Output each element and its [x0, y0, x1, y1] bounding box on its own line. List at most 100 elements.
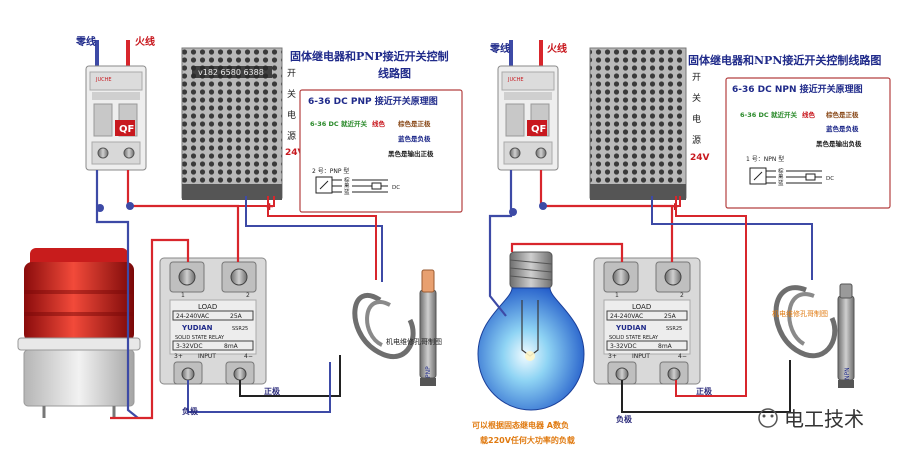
principle-lead-color: 线色	[802, 110, 816, 119]
diagram-title-left: 固体继电器和PNP接近开关控制	[290, 49, 449, 63]
schematic-dc: DC	[826, 176, 834, 182]
schematic-black: 黑	[778, 174, 784, 181]
relay-terminal-2: 2	[680, 292, 684, 299]
diagram-title-left-line2: 线路图	[378, 66, 411, 80]
relay-model: SSR25	[232, 326, 248, 332]
negative-label: 负极	[616, 414, 632, 424]
principle-black: 黑色是输出正极	[388, 149, 434, 158]
relay-terminal-1: 1	[615, 292, 619, 299]
junction-dot	[509, 208, 517, 216]
relay-negative-wire	[187, 362, 331, 413]
sensor-output-wire	[621, 360, 791, 413]
psu-label-3: 电	[287, 109, 296, 121]
junction-dot	[539, 202, 547, 210]
principle-lead: 6-36 DC 就近开关	[740, 110, 797, 119]
psu-label-4: 源	[692, 135, 701, 146]
solid-state-relay-left: 1 2 LOAD 24-240VAC 25A YUDIAN SSR25 SOLI…	[159, 257, 267, 385]
relay-terminal-3: 3+	[608, 353, 617, 360]
relay-terminal-3: 3+	[174, 353, 183, 360]
watermark: 电工技术	[758, 407, 864, 431]
relay-brand: YUDIAN	[615, 324, 647, 332]
psu-positive-wire	[267, 196, 377, 280]
principle-lead-color: 线色	[372, 119, 386, 128]
relay-brand: YUDIAN	[181, 324, 213, 332]
pnp-principle-box: 6-36 DC PNP 接近开关原理图 6-36 DC 就近开关 线色 棕色是正…	[299, 89, 463, 213]
principle-brown: 棕色是正极	[397, 119, 431, 128]
wechat-icon	[758, 408, 778, 428]
sensor-note: 机电维修孔哥制图	[772, 309, 828, 318]
schematic-dc: DC	[392, 185, 400, 191]
relay-terminal-1: 1	[181, 292, 185, 299]
lamp-neutral-wire	[95, 170, 139, 419]
pnp-proximity-sensor: PNP 机电维修孔哥制图	[352, 269, 442, 386]
left-diagram: 零线 火线 JUCHE QF v182 6580 6388 开 关 电 源	[17, 35, 463, 420]
relay-terminal-4: 4−	[678, 353, 687, 360]
sensor-output-wire	[239, 355, 341, 397]
positive-label: 正极	[264, 386, 280, 396]
relay-rating-ma: 8mA	[658, 343, 673, 350]
power-supply: 开 关 电 源 24V − +	[589, 47, 710, 214]
schematic-black: 黑	[344, 183, 350, 190]
psu-label-3: 电	[692, 113, 701, 125]
relay-type: SOLID STATE RELAY	[609, 335, 659, 341]
circuit-breaker: JUCHE QF	[497, 65, 559, 171]
principle-lead: 6-36 DC 就近开关	[310, 119, 367, 128]
sensor-type: PNP	[425, 366, 432, 378]
breaker-qf-label: QF	[119, 124, 134, 135]
npn-principle-box: 6-36 DC NPN 接近开关原理图 6-36 DC 就近开关 线色 棕色是正…	[725, 77, 891, 209]
breaker-qf-label: QF	[531, 124, 546, 135]
relay-to-bulb-wire	[510, 242, 624, 262]
relay-type: SOLID STATE RELAY	[175, 335, 225, 341]
sensor-type: NPN	[844, 367, 851, 380]
relay-rating-ac: 24-240VAC	[176, 313, 209, 320]
principle-blue: 蓝色是负极	[398, 134, 431, 143]
bulb-neutral-wire	[488, 170, 513, 317]
schematic-blue: 蓝	[778, 179, 784, 187]
psu-label-1: 开	[692, 72, 701, 83]
relay-terminal-4: 4−	[244, 353, 253, 360]
schematic-brown: 棕	[778, 167, 784, 175]
live-label: 火线	[547, 42, 567, 55]
psu-supply-wire	[140, 196, 275, 207]
relay-input: INPUT	[632, 353, 650, 360]
alarm-lamp	[17, 248, 141, 418]
relay-load: LOAD	[198, 303, 217, 311]
junction-dot	[96, 204, 104, 212]
psu-negative-wire	[651, 196, 813, 280]
relay-to-lamp-wire	[110, 238, 190, 420]
principle-brown: 棕色是正极	[825, 110, 859, 119]
relay-input: INPUT	[198, 353, 216, 360]
principle-title: 6-36 DC NPN 接近开关原理图	[732, 83, 863, 95]
neutral-label: 零线	[489, 42, 510, 55]
principle-title: 6-36 DC PNP 接近开关原理图	[308, 95, 438, 107]
schematic-label: 1 号：NPN 型	[746, 155, 784, 163]
relay-rating-dc: 3-32VDC	[176, 343, 203, 350]
breaker-qf-badge	[115, 120, 135, 136]
junction-dot	[126, 202, 134, 210]
principle-blue: 蓝色是负极	[826, 124, 859, 133]
schematic-brown: 棕	[344, 176, 350, 184]
breaker-brand: JUCHE	[95, 77, 112, 83]
npn-proximity-sensor: NPN 机电维修孔哥制图	[772, 283, 855, 388]
diagram-title-right: 固体继电器和NPN接近开关控制线路图	[688, 53, 881, 67]
psu-label-2: 关	[287, 88, 296, 100]
psu-voltage: 24V	[285, 148, 305, 158]
schematic-blue: 蓝	[344, 188, 350, 196]
breaker-brand: JUCHE	[507, 77, 524, 83]
relay-terminal-2: 2	[246, 292, 250, 299]
relay-load: LOAD	[632, 303, 651, 311]
relay-rating-a: 25A	[230, 313, 243, 320]
relay-rating-ma: 8mA	[224, 343, 239, 350]
schematic-label: 2 号：PNP 型	[312, 167, 349, 175]
relay-rating-a: 25A	[664, 313, 677, 320]
circuit-breaker: JUCHE QF	[85, 65, 147, 171]
psu-voltage: 24V	[690, 153, 710, 163]
solid-state-relay-right: 1 2 LOAD 24-240VAC 25A YUDIAN SSR25 SOLI…	[593, 257, 701, 385]
bulb-note-line1: 可以根据固态继电器 A数负	[472, 420, 569, 430]
live-label: 火线	[135, 35, 155, 48]
principle-black: 黑色是输出负极	[816, 139, 862, 148]
breaker-qf-badge	[527, 120, 547, 136]
sensor-note: 机电维修孔哥制图	[386, 337, 442, 346]
neutral-label: 零线	[75, 35, 96, 48]
